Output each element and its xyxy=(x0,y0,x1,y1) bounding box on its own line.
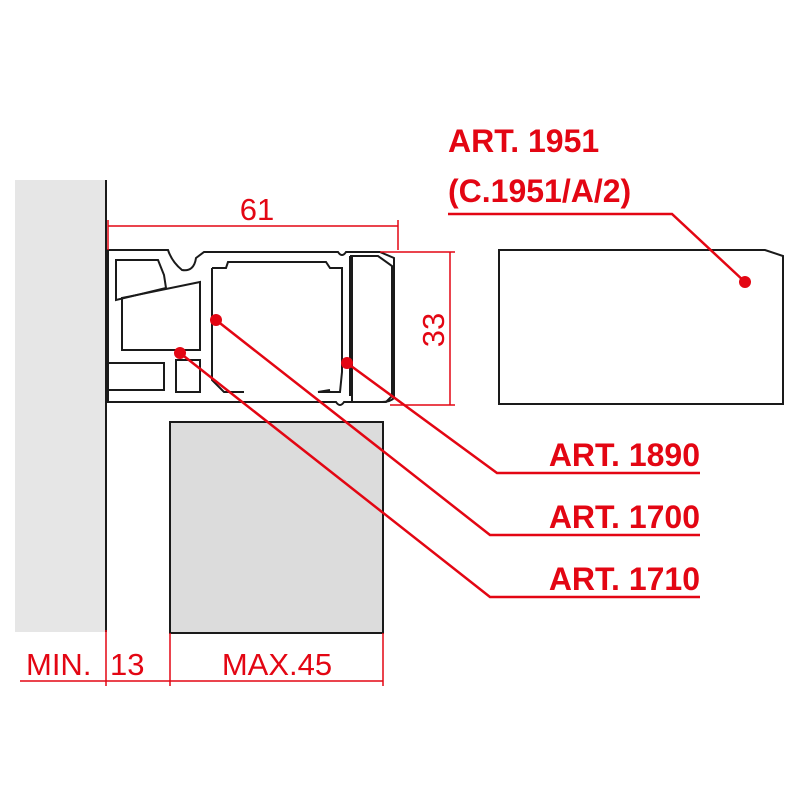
label-art-1700: ART. 1700 xyxy=(549,499,700,535)
dot-art-1890 xyxy=(341,357,353,369)
dimension-width xyxy=(107,220,455,406)
label-art-1710: ART. 1710 xyxy=(549,561,700,597)
label-art-1951: ART. 1951 xyxy=(448,123,599,159)
dot-art-1710 xyxy=(174,347,186,359)
dot-art-1700 xyxy=(210,314,222,326)
art-1951-block xyxy=(498,249,784,405)
wall xyxy=(15,180,106,632)
dot-art-1951 xyxy=(739,276,751,288)
label-art-1951-code: (C.1951/A/2) xyxy=(448,173,631,209)
aluminium-profile xyxy=(107,249,395,406)
max-label: MAX.45 xyxy=(222,647,332,682)
min-label: MIN. xyxy=(26,647,91,682)
dimension-height-label: 33 xyxy=(416,313,451,347)
leader-dots xyxy=(174,276,751,369)
min-value: 13 xyxy=(110,647,144,682)
dimension-width-label: 61 xyxy=(240,192,274,227)
dimension-bottom xyxy=(20,630,384,686)
leader-lines xyxy=(179,212,746,599)
panel xyxy=(169,421,384,634)
label-art-1890: ART. 1890 xyxy=(549,437,700,473)
